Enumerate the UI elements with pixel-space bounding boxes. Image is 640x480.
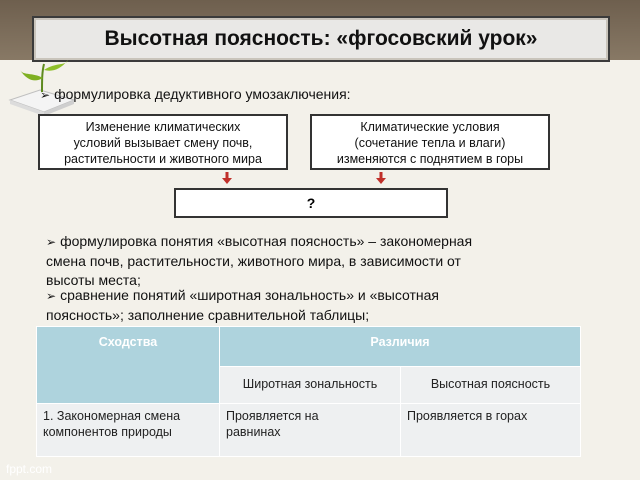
bullet-definition: ➢формулировка понятия «высотная поясност… (46, 233, 473, 288)
cause-box: Изменение климатических условий вызывает… (38, 114, 288, 170)
down-arrow-icon (376, 172, 386, 184)
subheader-latitudinal: Широтная зональность (219, 365, 401, 404)
page-title: Высотная поясность: «фгосовский урок» (104, 27, 538, 50)
arrow-bullet-icon: ➢ (46, 289, 57, 303)
question-box: ? (174, 188, 448, 218)
header-similarities: Сходства (36, 326, 220, 404)
table-cell: 1. Закономерная смена компонентов природ… (36, 403, 220, 457)
arrow-bullet-icon: ➢ (46, 235, 57, 249)
condition-box: Климатические условия (сочетание тепла и… (310, 114, 550, 170)
title-box: Высотная поясность: «фгосовский урок» (32, 16, 610, 62)
subheader-altitudinal: Высотная поясность (400, 365, 581, 404)
table-cell: Проявляется в горах (400, 403, 581, 457)
comparison-table: Сходства Различия Широтная зональность В… (36, 326, 581, 457)
bullet-deduction: ➢формулировка дедуктивного умозаключения… (40, 86, 351, 102)
bullet-comparison: ➢сравнение понятий «широтная зональность… (46, 287, 440, 323)
header-differences: Различия (219, 326, 581, 367)
down-arrow-icon (222, 172, 232, 184)
table-cell: Проявляется на равнинах (219, 403, 401, 457)
table-row: 1. Закономерная смена компонентов природ… (36, 403, 581, 457)
book-plant-icon (8, 60, 76, 116)
footer-brand: fppt.com (6, 462, 53, 476)
arrow-bullet-icon: ➢ (40, 88, 51, 102)
